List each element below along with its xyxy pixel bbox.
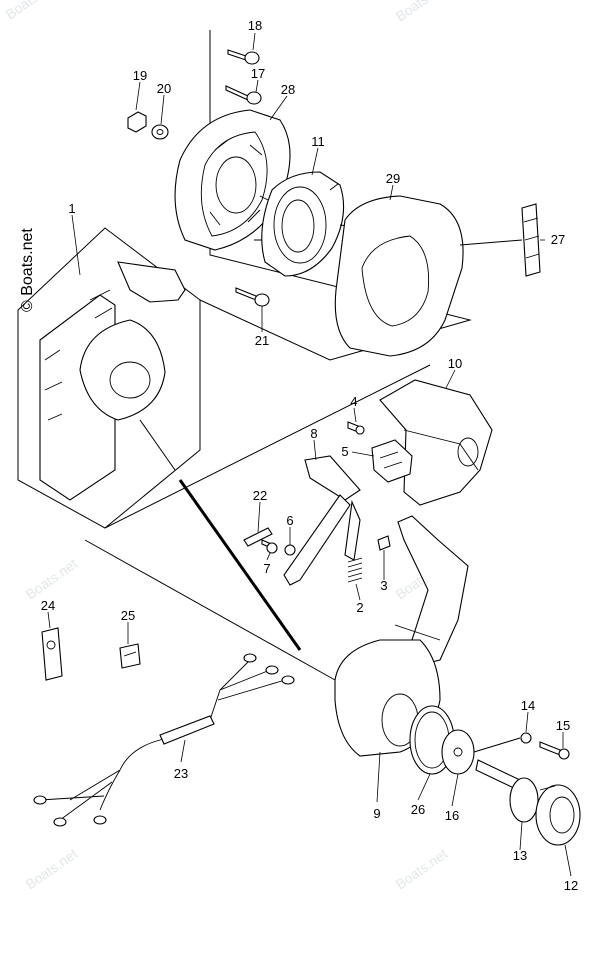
part-number-16: 16	[445, 808, 459, 823]
cover-29	[334, 195, 464, 357]
assembly-frame-left	[17, 227, 201, 529]
part-number-10: 10	[448, 356, 462, 371]
part-number-27: 27	[551, 232, 565, 247]
part-number-21: 21	[255, 333, 269, 348]
washer-20	[151, 124, 169, 140]
part-number-4: 4	[350, 394, 357, 409]
part-number-29: 29	[386, 171, 400, 186]
washer-6	[284, 544, 296, 556]
watermark-text: Boats.net	[23, 555, 81, 602]
side-watermark: © Boats.net	[19, 228, 36, 312]
screw-15	[539, 741, 570, 760]
bracket-8	[283, 455, 361, 586]
part-number-1: 1	[68, 201, 75, 216]
watermark-text: Boats.net	[393, 845, 451, 892]
part-number-14: 14	[521, 698, 535, 713]
cable-line	[178, 479, 302, 651]
part-number-18: 18	[248, 18, 262, 33]
screw-18	[227, 49, 260, 65]
spring-2	[347, 557, 363, 583]
screw-17	[225, 85, 262, 105]
switch-5	[371, 439, 413, 483]
screw-21	[235, 287, 270, 307]
terminal-25	[119, 643, 141, 669]
screw-4	[347, 421, 365, 435]
part-number-6: 6	[286, 513, 293, 528]
part-number-25: 25	[121, 608, 135, 623]
nut-19	[127, 111, 147, 133]
label-strip-27	[459, 203, 541, 277]
gear-ring-11	[254, 171, 349, 277]
watermark-text: Boats.net	[393, 0, 451, 24]
part-number-12: 12	[564, 878, 578, 893]
watermark-text: Boats.net	[3, 0, 61, 22]
harness-23	[33, 653, 295, 827]
part-number-15: 15	[556, 718, 570, 733]
remote-control-1	[39, 261, 186, 501]
clip-22	[243, 527, 273, 547]
watermark-text: Boats.net	[23, 845, 81, 892]
part-number-28: 28	[281, 82, 295, 97]
part-number-19: 19	[133, 68, 147, 83]
part-number-5: 5	[341, 444, 348, 459]
part-number-22: 22	[253, 488, 267, 503]
part-number-17: 17	[251, 66, 265, 81]
screw-3	[377, 535, 391, 551]
part-number-26: 26	[411, 802, 425, 817]
part-number-11: 11	[311, 134, 325, 149]
washer-14	[520, 732, 532, 744]
part-number-8: 8	[310, 426, 317, 441]
part-number-7: 7	[263, 561, 270, 576]
part-number-2: 2	[356, 600, 363, 615]
shaft-13	[475, 759, 539, 823]
part-number-labels: 18 17 19 20 28 11 29 27 1 21 10 4 8 5 22…	[41, 18, 578, 893]
part-number-9: 9	[373, 806, 380, 821]
assembly-frame-mid	[84, 364, 431, 681]
part-number-24: 24	[41, 598, 55, 613]
part-number-13: 13	[513, 848, 527, 863]
screw-7	[261, 539, 278, 554]
part-number-20: 20	[157, 81, 171, 96]
leader-lines	[47, 32, 572, 877]
part-number-3: 3	[380, 578, 387, 593]
knob-12	[535, 784, 581, 846]
part-number-23: 23	[174, 766, 188, 781]
housing-plate-28	[174, 109, 291, 251]
terminal-24	[41, 627, 63, 681]
